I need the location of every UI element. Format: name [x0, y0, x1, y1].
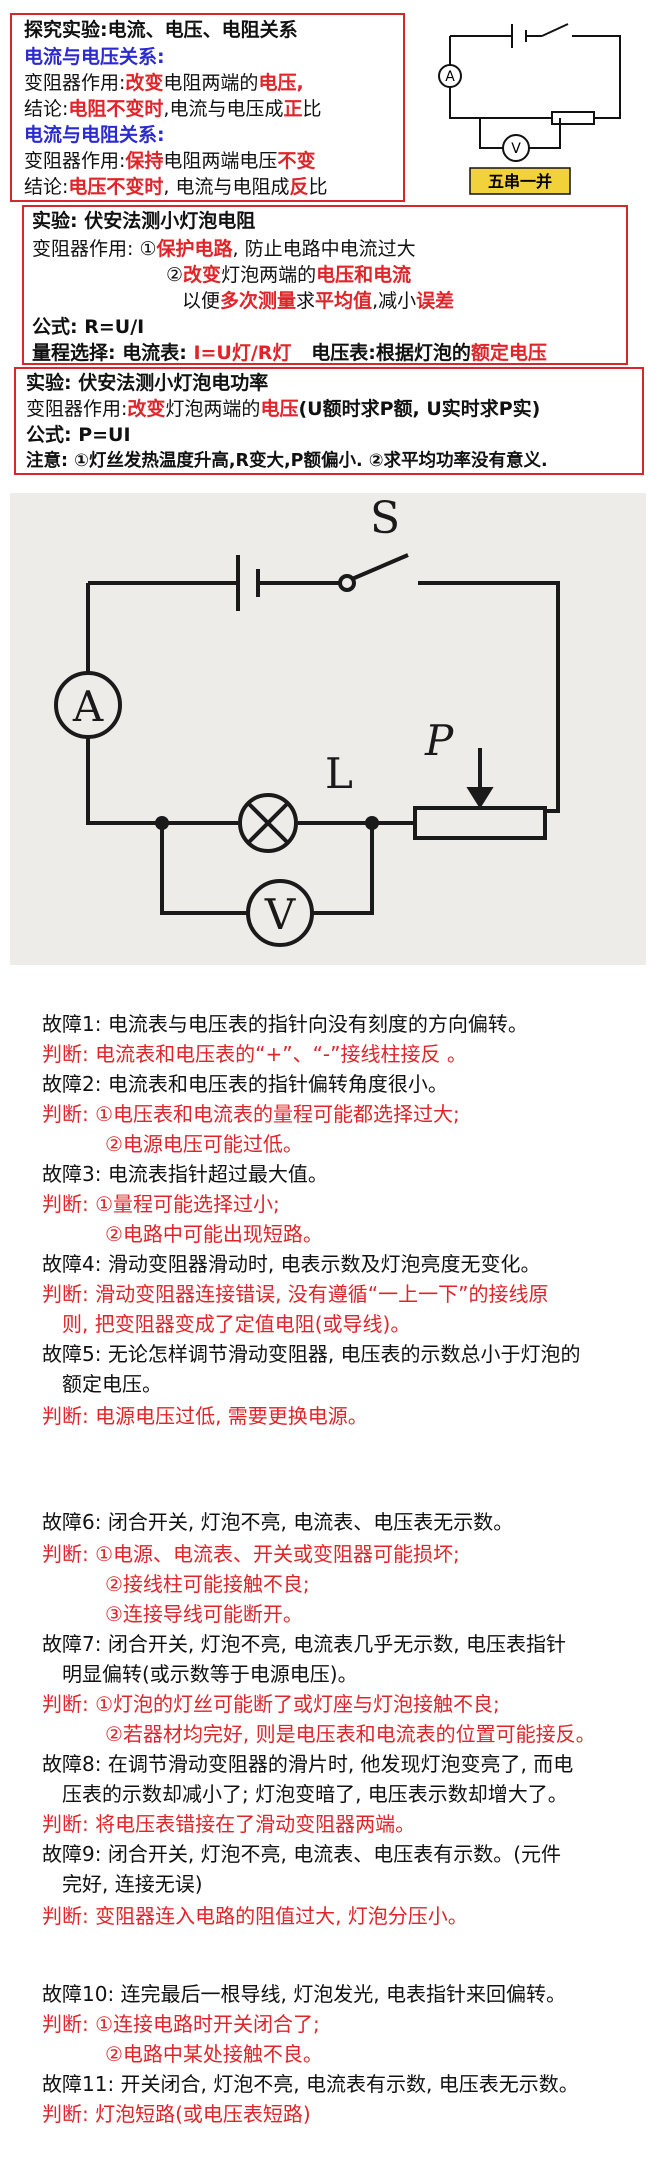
fault-line-f8b: 压表的示数却减小了; 灯泡变暗了, 电压表示数却增大了。: [62, 1782, 568, 1806]
electric-relations-box: [10, 13, 405, 202]
box3-row-1: 变阻器作用:改变灯泡两端的电压(U额时求P额, U实时求P实): [26, 398, 541, 420]
fault-line-f10c: ②电路中某处接触不良。: [105, 2042, 323, 2066]
fault-line-f5b: 额定电压。: [62, 1372, 162, 1396]
box1-content: 探究实验:电流、电压、电阻关系 电流与电压关系: 变阻器作用:改变电阻两端的电压…: [24, 19, 402, 199]
fault-line-f7c: 判断: ①灯泡的灯丝可能断了或灯座与灯泡接触不良;: [42, 1692, 500, 1716]
box1-title: 探究实验:电流、电压、电阻关系: [24, 19, 298, 41]
fault-line-f10b: 判断: ①连接电路时开关闭合了;: [42, 2012, 320, 2036]
mini-circuit-diagram: A V 五串一并: [438, 23, 621, 195]
rheostat-label-P: P: [424, 716, 454, 765]
fault-line-f7b: 明显偏转(或示数等于电源电压)。: [62, 1662, 358, 1686]
box2-row-1: 变阻器作用: ①保护电路, 防止电路中电流过大: [32, 238, 416, 260]
box3-formula: 公式: P=UI: [26, 424, 131, 446]
fault-line-f10a: 故障10: 连完最后一根导线, 灯泡发光, 电表指针来回偏转。: [42, 1982, 566, 2006]
fault-line-f7a: 故障7: 闭合开关, 灯泡不亮, 电流表几乎无示数, 电压表指针: [42, 1632, 566, 1656]
fault-line-f3b: 判断: ①量程可能选择过小;: [42, 1192, 280, 1216]
fault-line-f6d: ③连接导线可能断开。: [105, 1602, 303, 1626]
box1-row-conclusion-1: 结论:电阻不变时,电流与电压成正比: [24, 98, 322, 120]
fault-line-f1a: 故障1: 电流表与电压表的指针向没有刻度的方向偏转。: [42, 1012, 528, 1036]
fault-line-f4c: 则, 把变阻器变成了定值电阻(或导线)。: [62, 1312, 411, 1336]
fault-line-f4a: 故障4: 滑动变阻器滑动时, 电表示数及灯泡亮度无变化。: [42, 1252, 541, 1276]
box3-title: 实验: 伏安法测小灯泡电功率: [26, 372, 269, 394]
fault-line-f6c: ②接线柱可能接触不良;: [105, 1572, 310, 1596]
box1-row-rheostat-1: 变阻器作用:改变电阻两端的电压,: [24, 72, 304, 94]
fault-line-f5c: 判断: 电源电压过低, 需要更换电源。: [42, 1404, 368, 1428]
ammeter-label-A: A: [72, 682, 104, 731]
box2-formula: 公式: R=U/I: [32, 316, 145, 338]
fault-line-f9c: 判断: 变阻器连入电路的阻值过大, 灯泡分压小。: [42, 1904, 468, 1928]
lamp-label-L: L: [325, 749, 353, 798]
fault-line-f9a: 故障9: 闭合开关, 灯泡不亮, 电流表、电压表有示数。(元件: [42, 1842, 562, 1866]
mini-voltmeter-label: V: [511, 141, 521, 157]
fault-line-f8a: 故障8: 在调节滑动变阻器的滑片时, 他发现灯泡变亮了, 而电: [42, 1752, 574, 1776]
fault-line-f4b: 判断: 滑动变阻器连接错误, 没有遵循“一上一下”的接线原: [42, 1282, 549, 1306]
fault-line-f7d: ②若器材均完好, 则是电压表和电流表的位置可能接反。: [105, 1722, 596, 1746]
box2-row-3: 以便多次测量求平均值,减小误差: [182, 290, 455, 312]
fault-line-f9b: 完好, 连接无误): [62, 1872, 203, 1896]
box3-note: 注意: ①灯丝发热温度升高,R变大,P额偏小. ②求平均功率没有意义.: [26, 451, 548, 471]
fault-line-f3a: 故障3: 电流表指针超过最大值。: [42, 1162, 328, 1186]
box1-row-rheostat-2: 变阻器作用:保持电阻两端电压不变: [24, 150, 316, 172]
box1-heading-current-resistance: 电流与电阻关系:: [24, 124, 165, 146]
fault-line-f1b: 判断: 电流表和电压表的“+”、“-”接线柱接反 。: [42, 1042, 467, 1066]
fault-line-f6b: 判断: ①电源、电流表、开关或变阻器可能损坏;: [42, 1542, 460, 1566]
box2-content: 实验: 伏安法测小灯泡电阻 变阻器作用: ①保护电路, 防止电路中电流过大 ②改…: [32, 210, 622, 364]
resistance-experiment-box: [22, 205, 628, 365]
fault-line-f2a: 故障2: 电流表和电压表的指针偏转角度很小。: [42, 1072, 448, 1096]
box3-content: 实验: 伏安法测小灯泡电功率 变阻器作用:改变灯泡两端的电压(U额时求P额, U…: [26, 372, 638, 472]
fault-line-f11b: 判断: 灯泡短路(或电压表短路): [42, 2102, 311, 2126]
box2-range-selection: 量程选择: 电流表: I=U灯/R灯 电压表:根据灯泡的额定电压: [32, 342, 547, 364]
fault-line-f5a: 故障5: 无论怎样调节滑动变阻器, 电压表的示数总小于灯泡的: [42, 1342, 581, 1366]
switch-label-S: S: [370, 493, 400, 544]
fault-line-f11a: 故障11: 开关闭合, 灯泡不亮, 电流表有示数, 电压表无示数。: [42, 2072, 579, 2096]
fault-line-f6a: 故障6: 闭合开关, 灯泡不亮, 电流表、电压表无示数。: [42, 1510, 514, 1534]
big-circuit-diagram: S A L P V: [10, 493, 646, 965]
box2-title: 实验: 伏安法测小灯泡电阻: [32, 210, 256, 232]
fault-line-f8c: 判断: 将电压表错接在了滑动变阻器两端。: [42, 1812, 416, 1836]
voltmeter-label-V: V: [264, 890, 296, 939]
power-experiment-box: [14, 367, 644, 475]
fault-line-f2c: ②电源电压可能过低。: [105, 1132, 303, 1156]
box1-heading-current-voltage: 电流与电压关系:: [24, 46, 165, 68]
fault-line-f3c: ②电路中可能出现短路。: [105, 1222, 323, 1246]
fault-line-f2b: 判断: ①电压表和电流表的量程可能都选择过大;: [42, 1102, 460, 1126]
mini-ammeter-label: A: [445, 69, 455, 85]
box1-row-conclusion-2: 结论:电压不变时, 电流与电阻成反比: [24, 176, 328, 198]
mini-circuit-label: 五串一并: [488, 172, 552, 191]
box2-row-2: ②改变灯泡两端的电压和电流: [166, 264, 412, 286]
